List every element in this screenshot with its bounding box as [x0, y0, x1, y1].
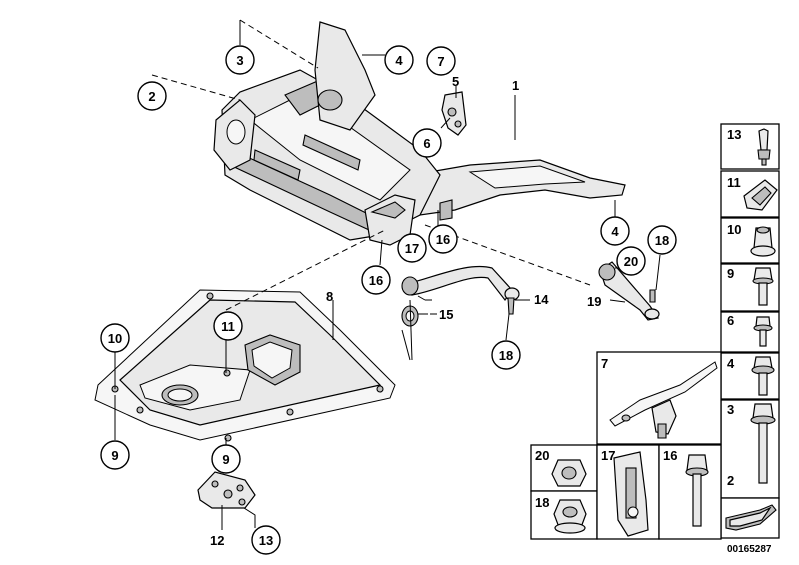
label-1: 1 — [512, 78, 519, 93]
bottom-16-label: 16 — [663, 448, 677, 463]
hardware-4-label: 4 — [727, 356, 735, 371]
callout-13-label: 13 — [259, 533, 273, 548]
callout-4-right-label: 4 — [611, 224, 619, 239]
callout-11-label: 11 — [221, 319, 235, 334]
underbody-protection-plate — [94, 289, 396, 442]
bottom-20-label: 20 — [535, 448, 549, 463]
callout-16-right: 16 — [428, 224, 458, 254]
callout-9-center-label: 9 — [222, 452, 229, 467]
hardware-10-label: 10 — [727, 222, 741, 237]
hardware-2-label: 2 — [727, 473, 734, 488]
bottom-7-label: 7 — [601, 356, 608, 371]
label-12: 12 — [210, 533, 224, 548]
callout-16-left-label: 16 — [369, 273, 383, 288]
bottom-17-label: 17 — [601, 448, 615, 463]
hardware-11-label: 11 — [727, 175, 741, 190]
callout-18-left: 18 — [491, 340, 521, 370]
bottom-18-label: 18 — [535, 495, 549, 510]
callout-18-right: 18 — [647, 225, 677, 255]
callout-7-label: 7 — [437, 54, 444, 69]
callout-2-label: 2 — [148, 89, 155, 104]
hardware-13-label: 13 — [727, 127, 741, 142]
callout-9-center: 9 — [211, 444, 241, 474]
catalog-number: 00165287 — [727, 544, 772, 555]
label-15: 15 — [439, 307, 453, 322]
callout-10-label: 10 — [108, 331, 122, 346]
bottom-parts-panel: 7 20 18 17 16 — [530, 351, 722, 540]
hardware-3-label: 3 — [727, 402, 734, 417]
callout-17: 17 — [397, 233, 427, 263]
callout-7: 7 — [426, 46, 456, 76]
callout-3-label: 3 — [236, 53, 243, 68]
callout-16-right-label: 16 — [436, 232, 450, 247]
callout-10: 10 — [100, 323, 130, 353]
callout-4-right: 4 — [600, 216, 630, 246]
label-5: 5 — [452, 74, 459, 89]
tension-strut — [598, 261, 660, 321]
callout-18-left-label: 18 — [499, 348, 513, 363]
bracket-assembly — [441, 91, 467, 136]
callout-20-label: 20 — [624, 254, 638, 269]
callout-18-right-label: 18 — [655, 233, 669, 248]
callout-16-left: 16 — [361, 265, 391, 295]
label-14: 14 — [534, 292, 549, 307]
callout-13: 13 — [251, 525, 281, 555]
bottom-bracket — [197, 471, 256, 509]
callout-4-top: 4 — [384, 45, 414, 75]
callout-20: 20 — [616, 246, 646, 276]
hardware-6-label: 6 — [727, 313, 734, 328]
hardware-panel: 13 11 10 9 6 4 3 — [720, 123, 780, 539]
callout-3: 3 — [225, 45, 255, 75]
label-8: 8 — [326, 289, 333, 304]
callout-11: 11 — [213, 311, 243, 341]
leader-lines — [114, 19, 661, 530]
front-axle-carrier — [213, 21, 626, 246]
label-19: 19 — [587, 294, 601, 309]
callout-9-left: 9 — [100, 440, 130, 470]
callout-4-top-label: 4 — [395, 53, 403, 68]
hardware-9-label: 9 — [727, 266, 734, 281]
callout-6: 6 — [412, 128, 442, 158]
callout-9-left-label: 9 — [111, 448, 118, 463]
callout-6-label: 6 — [423, 136, 430, 151]
wishbone-arm — [401, 265, 520, 327]
callout-2: 2 — [137, 81, 167, 111]
callout-17-label: 17 — [405, 241, 419, 256]
